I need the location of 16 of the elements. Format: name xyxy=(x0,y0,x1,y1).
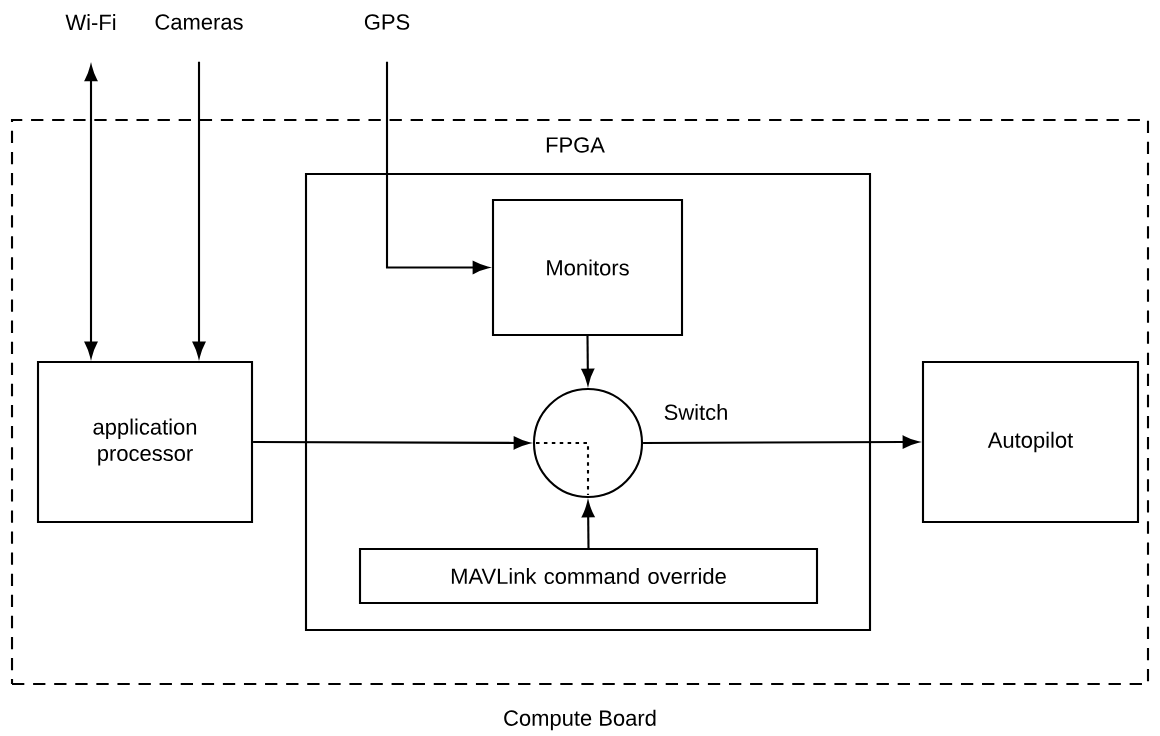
process-box: Monitors xyxy=(491,198,684,337)
process-box: Autopilot xyxy=(921,360,1140,524)
arrow xyxy=(643,435,919,449)
signal-label: Cameras xyxy=(155,14,243,30)
arrow xyxy=(581,501,595,548)
signal-label: Wi-Fi xyxy=(65,14,116,30)
process-box: MAVLink command override xyxy=(358,547,819,605)
signal-label: GPS xyxy=(364,14,410,30)
switch-label: Switch xyxy=(664,403,727,421)
arrow xyxy=(84,65,98,358)
arrow xyxy=(253,436,530,450)
group-label: Compute Board xyxy=(504,709,656,731)
arrow xyxy=(581,336,595,385)
group-label: FPGA xyxy=(546,137,605,153)
arrow xyxy=(192,61,206,358)
process-box: application processor xyxy=(36,360,254,524)
